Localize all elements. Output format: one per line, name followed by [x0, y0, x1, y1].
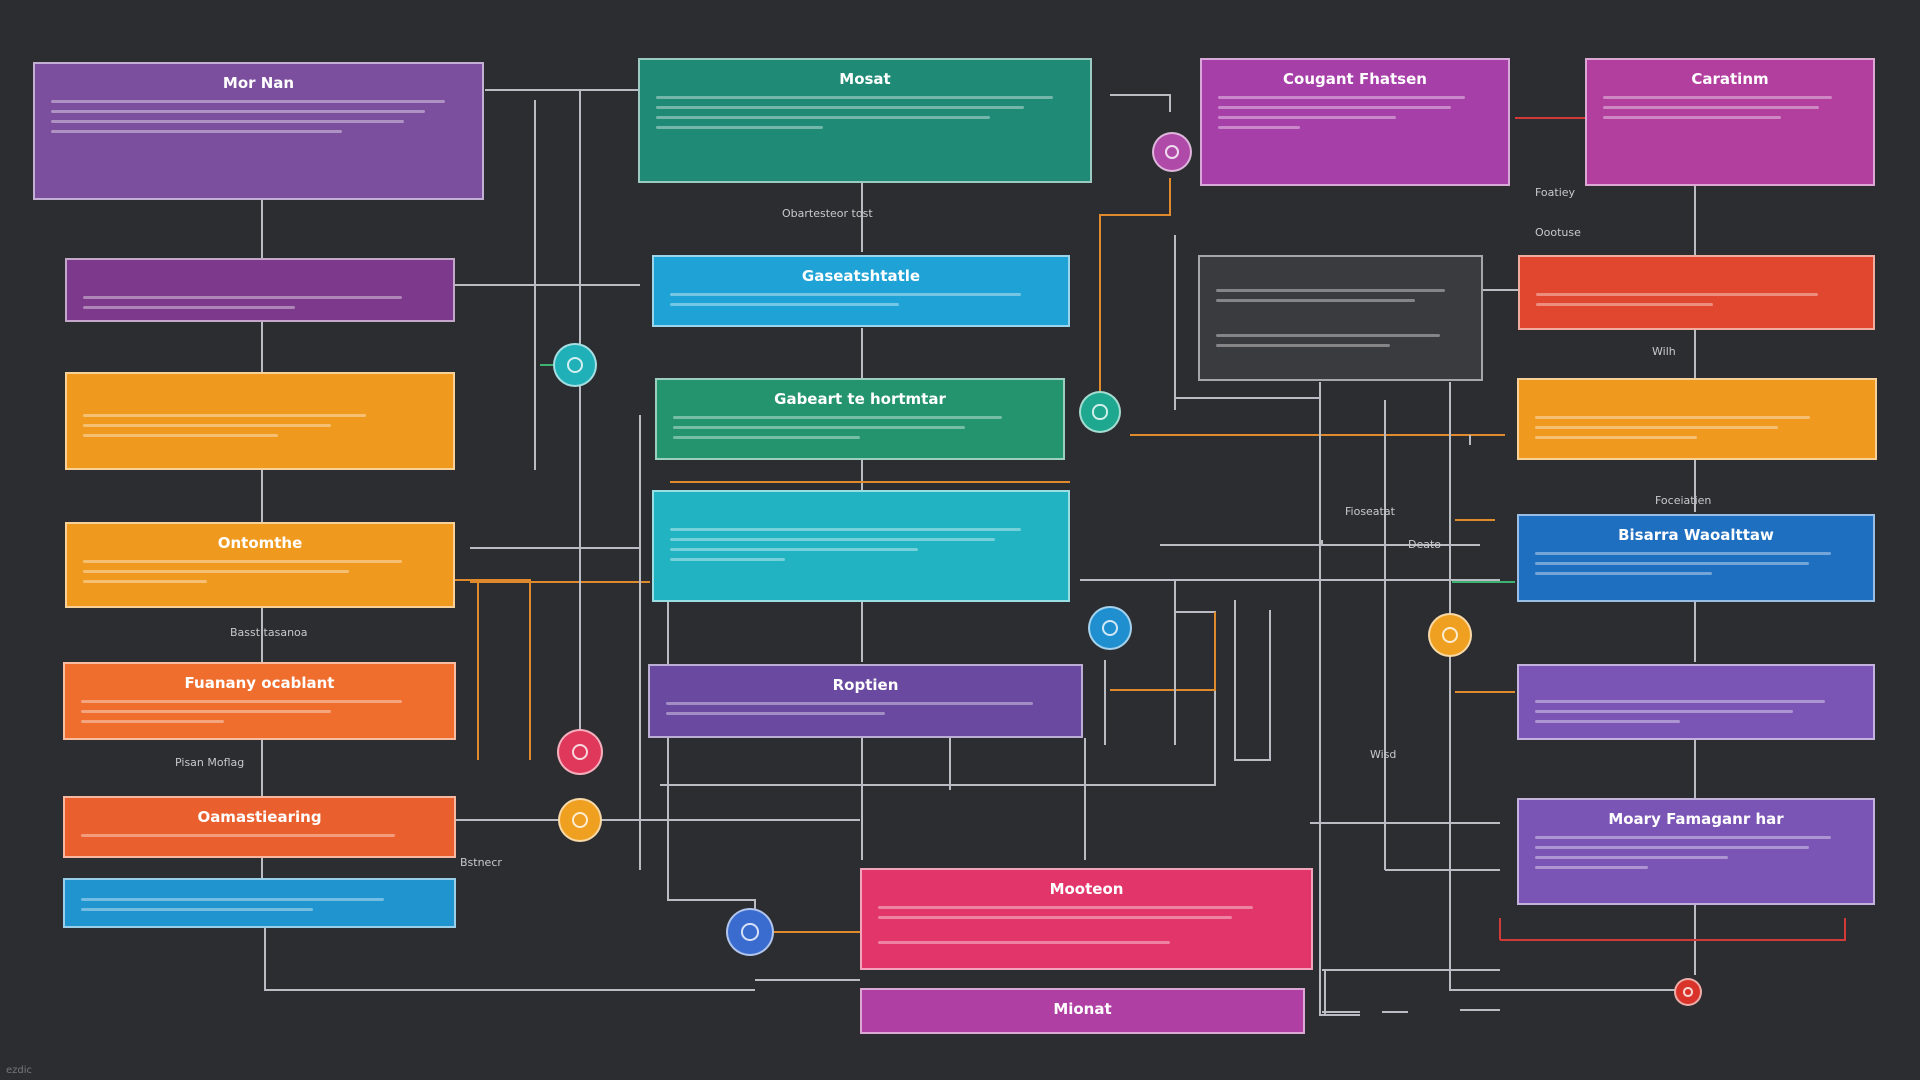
node-gaseatshtatle[interactable]: Gaseatshtatle — [652, 255, 1070, 327]
node-mor-nan[interactable]: Mor Nan — [33, 62, 484, 200]
text-lines-icon — [81, 834, 438, 837]
connector-label: Deato — [1408, 538, 1442, 551]
text-lines-icon — [81, 898, 438, 911]
node-cougant-fhatsen[interactable]: Cougant Fhatsen — [1200, 58, 1510, 186]
node-title: Roptien — [832, 676, 899, 694]
text-lines-icon — [1603, 96, 1857, 119]
node-title: Moary Famaganr har — [1608, 810, 1784, 828]
wire — [1319, 382, 1360, 1016]
text-lines-icon — [51, 100, 466, 133]
red-hub-icon[interactable] — [1674, 978, 1702, 1006]
connector-label: Fioseatat — [1345, 505, 1395, 518]
connector-label: Foatiey — [1535, 186, 1576, 199]
wire — [1449, 382, 1690, 991]
node-title: Oamastiearing — [197, 808, 322, 826]
node-title: Gabeart te hortmtar — [774, 390, 946, 408]
text-lines-icon — [656, 96, 1074, 129]
node-mosat[interactable]: Mosat — [638, 58, 1092, 183]
text-lines-icon — [666, 702, 1065, 715]
wire — [1110, 612, 1216, 691]
connector-label: Pisan Moflag — [175, 756, 245, 769]
connector-label: Wilh — [1652, 345, 1676, 358]
blue-hub-icon[interactable] — [1088, 606, 1132, 650]
red-hub-icon[interactable] — [557, 729, 603, 775]
node-gabeart-te-hortmtar[interactable]: Gabeart te hortmtar — [655, 378, 1065, 460]
node-title: Caratinm — [1691, 70, 1769, 88]
text-lines-icon — [1536, 275, 1857, 306]
connector-label: Bstnecr — [460, 856, 502, 869]
wire — [1234, 600, 1271, 761]
text-lines-icon — [1535, 684, 1857, 723]
text-lines-icon — [1535, 836, 1857, 869]
node-title: Mooteon — [1049, 880, 1124, 898]
node-title: Bisarra Waoalttaw — [1618, 526, 1774, 544]
wire — [455, 579, 531, 760]
node-mionat[interactable]: Mionat — [860, 988, 1305, 1034]
purple-hub-icon[interactable] — [1152, 132, 1192, 172]
node-teal-large[interactable] — [652, 490, 1070, 602]
node-bisarra-waoalttaw[interactable]: Bisarra Waoalttaw — [1517, 514, 1875, 602]
orange-hub-icon[interactable] — [558, 798, 602, 842]
text-lines-icon — [878, 906, 1295, 944]
text-lines-icon — [81, 700, 438, 723]
node-orange-upper[interactable] — [65, 372, 455, 470]
watermark: ezdic — [6, 1065, 33, 1076]
node-oamastiearing[interactable]: Oamastiearing — [63, 796, 456, 858]
node-mooteon[interactable]: Mooteon — [860, 868, 1313, 970]
node-title: Fuanany ocablant — [184, 674, 335, 692]
teal-hub-icon[interactable] — [1079, 391, 1121, 433]
connector-label: Oootuse — [1535, 226, 1581, 239]
connector-label: Obartesteor tost — [782, 207, 873, 220]
orange-hub-icon[interactable] — [1428, 613, 1472, 657]
wire — [1175, 382, 1321, 399]
node-title: Mor Nan — [222, 74, 295, 92]
wire — [660, 611, 1216, 786]
node-title: Gaseatshtatle — [801, 267, 921, 285]
teal-hub-icon[interactable] — [553, 343, 597, 387]
node-caratinm[interactable]: Caratinm — [1585, 58, 1875, 186]
wire — [264, 928, 755, 991]
node-orange-right[interactable] — [1517, 378, 1877, 460]
text-lines-icon — [83, 560, 437, 583]
text-lines-icon — [83, 278, 437, 309]
node-roptien[interactable]: Roptien — [648, 664, 1083, 738]
text-lines-icon — [1218, 96, 1492, 129]
node-title: Mionat — [1053, 1000, 1112, 1018]
node-ontomthe[interactable]: Ontomthe — [65, 522, 455, 608]
node-red-header[interactable] — [1518, 255, 1875, 330]
wire — [1110, 94, 1171, 112]
node-moary-famaganr-har[interactable]: Moary Famaganr har — [1517, 798, 1875, 905]
node-title: Mosat — [839, 70, 891, 88]
node-blue-bottom[interactable] — [63, 878, 456, 928]
text-lines-icon — [670, 510, 1052, 561]
node-title: Ontomthe — [217, 534, 303, 552]
blue-hub-icon[interactable] — [726, 908, 774, 956]
wire — [1500, 918, 1846, 941]
text-lines-icon — [1535, 552, 1857, 575]
connector-label: Wisd — [1370, 748, 1397, 761]
wire — [1099, 178, 1171, 408]
connector-label: Foceiatien — [1655, 494, 1712, 507]
node-fuanany-ocablant[interactable]: Fuanany ocablant — [63, 662, 456, 740]
node-gray-panel[interactable] — [1198, 255, 1483, 381]
node-title: Cougant Fhatsen — [1283, 70, 1427, 88]
text-lines-icon — [1535, 398, 1859, 439]
text-lines-icon — [670, 293, 1052, 306]
text-lines-icon — [83, 392, 437, 437]
node-purple-right[interactable] — [1517, 664, 1875, 740]
text-lines-icon — [673, 416, 1047, 439]
node-purple-strip[interactable] — [65, 258, 455, 322]
wire — [667, 600, 756, 928]
text-lines-icon — [1216, 275, 1465, 347]
connector-label: Basst tasanoa — [230, 626, 308, 639]
